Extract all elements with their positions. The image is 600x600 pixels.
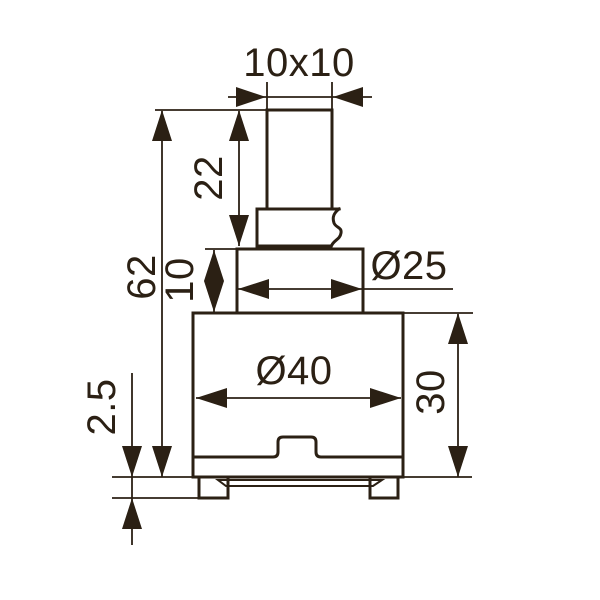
arrow-body-diameter-right xyxy=(370,388,401,408)
arrow-stem-square-left xyxy=(236,87,266,107)
dim-label-base-plate: 2.5 xyxy=(80,378,124,435)
arrow-collar-height-top xyxy=(204,250,224,281)
foot-right xyxy=(368,475,400,500)
dim-label-stem-height: 22 xyxy=(187,155,231,201)
stem-outline xyxy=(265,108,334,211)
dim-label-body-height: 30 xyxy=(409,369,453,415)
arrow-stem-height-bottom xyxy=(229,215,249,246)
dim-label-stem-square: 10x10 xyxy=(243,41,354,85)
arrow-neck-diameter-right xyxy=(331,279,362,299)
arrow-neck-diameter-left xyxy=(238,279,269,299)
body-bottom-inner-edge xyxy=(191,435,405,459)
arrow-body-height-bottom xyxy=(448,446,468,477)
arrow-stem-height-top xyxy=(229,110,249,141)
arrow-body-diameter-left xyxy=(196,388,227,408)
dim-label-collar-height: 10 xyxy=(158,257,202,303)
arrow-base-plate-top xyxy=(122,446,142,477)
collar-outline xyxy=(255,207,341,248)
collar-break-curve xyxy=(329,206,343,249)
dim-label-neck-diameter: Ø25 xyxy=(370,244,447,288)
arrow-base-plate-bottom xyxy=(122,498,142,529)
arrow-stem-square-right xyxy=(333,87,363,107)
dim-label-body-diameter: Ø40 xyxy=(255,349,332,393)
foot-left xyxy=(197,475,230,500)
arrow-body-height-top xyxy=(448,313,468,344)
arrow-collar-height-bottom xyxy=(204,281,224,312)
dim-label-overall-height: 62 xyxy=(120,254,164,300)
neck-outline xyxy=(235,247,365,315)
ext-lines-stem-width xyxy=(266,82,333,110)
arrow-overall-top xyxy=(152,110,172,141)
body-outline xyxy=(191,311,405,479)
arrow-overall-bottom xyxy=(152,446,172,477)
base-plate xyxy=(215,479,386,487)
